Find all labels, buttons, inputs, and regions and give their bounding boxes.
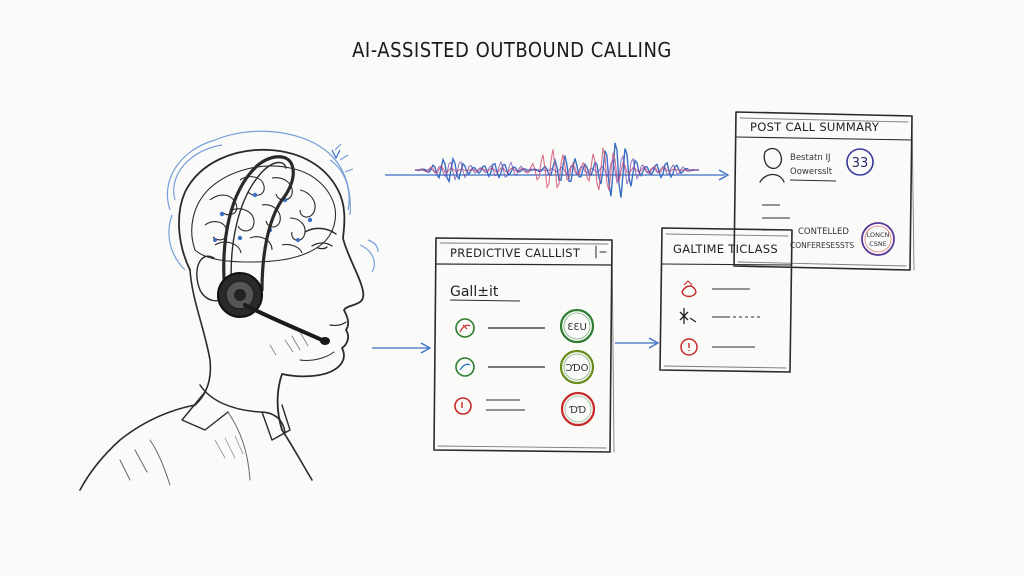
score-badge-yellowgreen [559, 349, 595, 385]
audio-waveform [331, 142, 730, 198]
summary-label-b: CONFERESESSTS [790, 241, 854, 250]
list-item: ƆƊO [455, 349, 595, 385]
summary-badge-1 [846, 148, 874, 176]
sparkle-icon [679, 308, 697, 324]
list-item: ƐƐU [455, 308, 595, 344]
list-item [681, 280, 750, 298]
summary-badge-2-text-b: CSNE [869, 240, 887, 248]
score-badge-red [560, 391, 596, 427]
predictive-card-subtitle: Gall±it [450, 284, 499, 300]
summary-line-1: Bestatn IJ [790, 153, 830, 163]
headset-icon [217, 155, 330, 345]
contact-icon [455, 318, 475, 338]
diagram-title: AI-ASSISTED OUTBOUND CALLING [352, 38, 672, 62]
summary-badge-1-text: 33 [852, 156, 869, 171]
person-icon [759, 147, 785, 183]
list-item: ƊƊ [454, 391, 596, 427]
warning-icon [680, 338, 698, 356]
brain-aura [166, 130, 379, 273]
contact-icon [455, 357, 475, 377]
summary-badge-2 [861, 222, 895, 256]
summary-label-a: CONTELLED [798, 227, 849, 237]
arrow-to-realtime [615, 337, 660, 349]
arrow-to-calllist [372, 342, 432, 354]
contact-icon [454, 397, 472, 415]
score-badge-text: ƊƊ [569, 405, 586, 416]
list-item [680, 338, 755, 356]
realtime-assist-card: GALTIME TICLASS [659, 227, 793, 373]
list-item [679, 308, 760, 324]
summary-line-2: Oowersslt [790, 167, 833, 177]
realtime-card-title: GALTIME TICLASS [673, 242, 778, 256]
score-badge-text: ƆƊO [565, 363, 588, 374]
agent-figure [79, 130, 379, 491]
score-badge-green [559, 308, 595, 344]
post-call-summary-card: POST CALL SUMMARY Bestatn IJ Oowersslt 3… [733, 111, 915, 271]
predictive-card-title: PREDICTIVE CALLLIST [450, 246, 581, 260]
predictive-calllist-card: PREDICTIVE CALLLIST Gall±it ƐƐU ƆƊO [433, 237, 615, 453]
score-badge-text: ƐƐU [567, 322, 587, 333]
alert-icon [681, 285, 697, 298]
summary-card-title: POST CALL SUMMARY [750, 120, 880, 134]
summary-badge-2-text-a: LONCN [867, 231, 890, 239]
